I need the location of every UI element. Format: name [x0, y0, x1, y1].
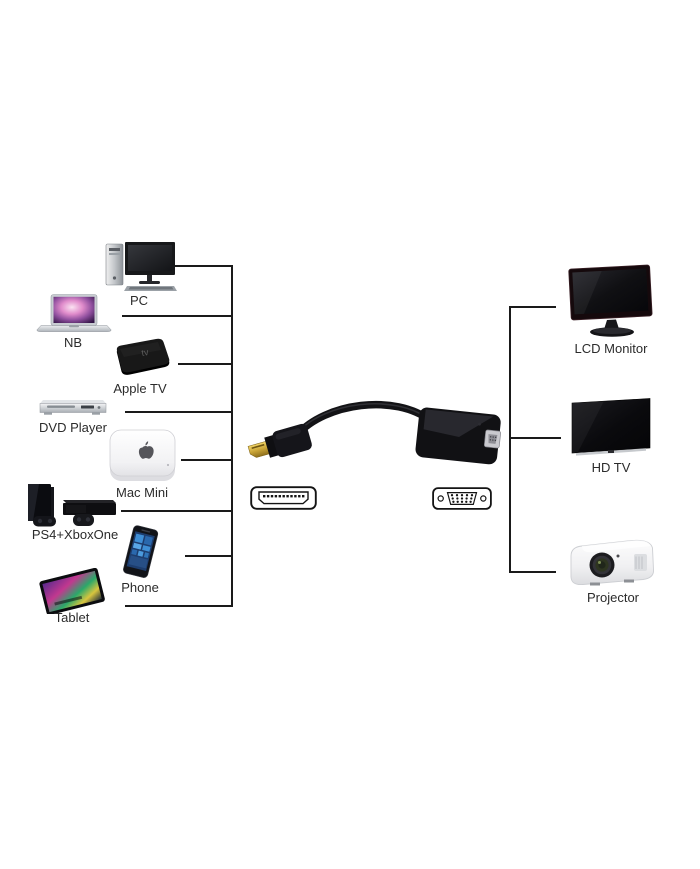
smartphone-graphic: [123, 525, 159, 578]
vga-port-icon: [432, 487, 492, 510]
projector-icon: [562, 536, 659, 590]
hdmi-male-plug: [247, 423, 312, 458]
mac-mini-icon: [105, 427, 180, 485]
connector-line-dvd: [125, 411, 233, 413]
tablet-graphic: [39, 568, 105, 614]
notebook-laptop-icon: [36, 294, 112, 334]
mac-mini-graphic: [109, 429, 176, 481]
connector-line-lcd: [509, 306, 556, 308]
vga-female-adapter: [415, 407, 501, 465]
source-bus-line: [231, 265, 233, 607]
lcd-monitor-label: LCD Monitor: [574, 341, 648, 356]
desktop-pc-icon: [100, 240, 178, 292]
projector-graphic: [570, 539, 654, 586]
vga-port-glyph: [432, 487, 492, 510]
hd-tv-icon: [570, 398, 652, 460]
connector-line-nb: [122, 315, 233, 317]
display-bus-line: [509, 306, 511, 573]
connector-line-hdtv: [509, 437, 561, 439]
apple-tv-graphic: tv: [116, 338, 170, 375]
apple-tv-box-icon: tv: [108, 337, 172, 379]
connector-line-mac-mini: [181, 459, 233, 461]
lcd-monitor-graphic: [568, 264, 653, 337]
connector-line-apple-tv: [178, 363, 233, 365]
hdmi-to-vga-adapter-cable-photo: [245, 391, 507, 469]
nb-label: NB: [63, 335, 83, 350]
connector-line-tablet: [125, 605, 233, 607]
smartphone-icon: [119, 524, 161, 580]
adapter-graphic: [247, 400, 501, 465]
hdmi-port-icon: [250, 486, 317, 510]
pc-label: PC: [129, 293, 149, 308]
dvd-player-icon: [38, 398, 108, 418]
hd-tv-graphic: [571, 398, 651, 456]
mac-mini-label: Mac Mini: [115, 485, 169, 500]
apple-tv-logo-text: tv: [141, 347, 150, 358]
connector-line-projector: [509, 571, 556, 573]
consoles-label: PS4+XboxOne: [31, 527, 119, 542]
dvd-player-graphic: [39, 400, 107, 415]
tablet-icon: [38, 568, 106, 614]
connector-line-phone: [185, 555, 233, 557]
hd-tv-label: HD TV: [591, 460, 631, 475]
connector-line-consoles: [121, 510, 233, 512]
tablet-label: Tablet: [54, 610, 90, 625]
phone-label: Phone: [121, 580, 159, 595]
projector-label: Projector: [586, 590, 640, 605]
hdmi-port-glyph: [250, 486, 317, 510]
notebook-graphic: [36, 294, 112, 332]
game-consoles-icon: [25, 483, 118, 529]
dvd-player-label: DVD Player: [39, 420, 107, 435]
game-consoles-graphic: [28, 484, 116, 527]
lcd-monitor-icon: [567, 264, 654, 340]
apple-tv-label: Apple TV: [113, 381, 167, 396]
desktop-pc-graphic: [105, 242, 177, 291]
connector-line-pc: [175, 265, 233, 267]
